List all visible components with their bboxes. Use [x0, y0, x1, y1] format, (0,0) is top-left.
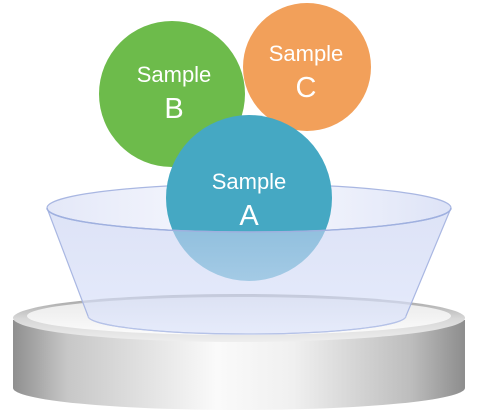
bowl-rim-front-edge: [46, 207, 452, 233]
sample-a-label-line2: A: [239, 200, 259, 232]
sample-b-label-line1: Sample: [137, 62, 212, 87]
sample-c-circle: [243, 3, 371, 131]
sample-b-label-line2: B: [164, 93, 183, 125]
sample-c-label-line2: C: [296, 72, 317, 104]
sample-c: Sample C: [243, 3, 371, 131]
platform-side: [13, 320, 465, 410]
sample-a-label-line1: Sample: [212, 169, 287, 194]
bowl-front: [46, 207, 452, 335]
sample-c-label-line1: Sample: [269, 41, 344, 66]
bowl-bottom-edge: [87, 315, 407, 335]
